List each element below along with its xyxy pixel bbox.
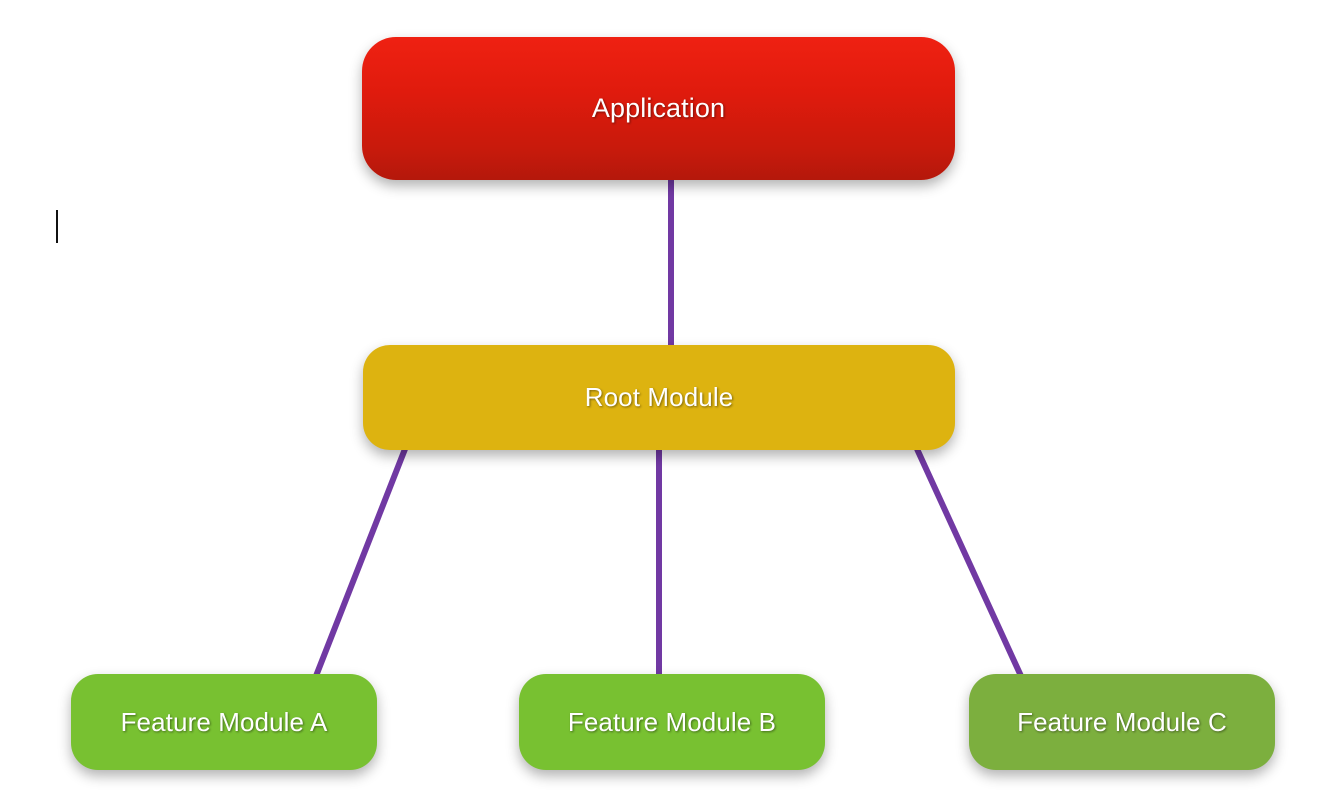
node-root-module[interactable]: Root Module <box>363 345 955 450</box>
text-cursor-caret <box>56 210 58 243</box>
node-feature-module-b-label: Feature Module B <box>567 706 777 737</box>
node-application[interactable]: Application <box>362 37 955 180</box>
node-application-label: Application <box>591 93 726 123</box>
connector-root-module-to-feature-c <box>914 447 1024 678</box>
node-root-module-label: Root Module <box>584 382 734 412</box>
node-feature-module-c[interactable]: Feature Module C <box>969 674 1275 770</box>
node-feature-module-a[interactable]: Feature Module A <box>71 674 377 770</box>
node-feature-module-c-label: Feature Module C <box>1017 706 1227 737</box>
connector-root-module-to-feature-a <box>313 447 408 678</box>
node-feature-module-b[interactable]: Feature Module B <box>519 674 825 770</box>
node-feature-module-a-label: Feature Module A <box>120 706 328 737</box>
